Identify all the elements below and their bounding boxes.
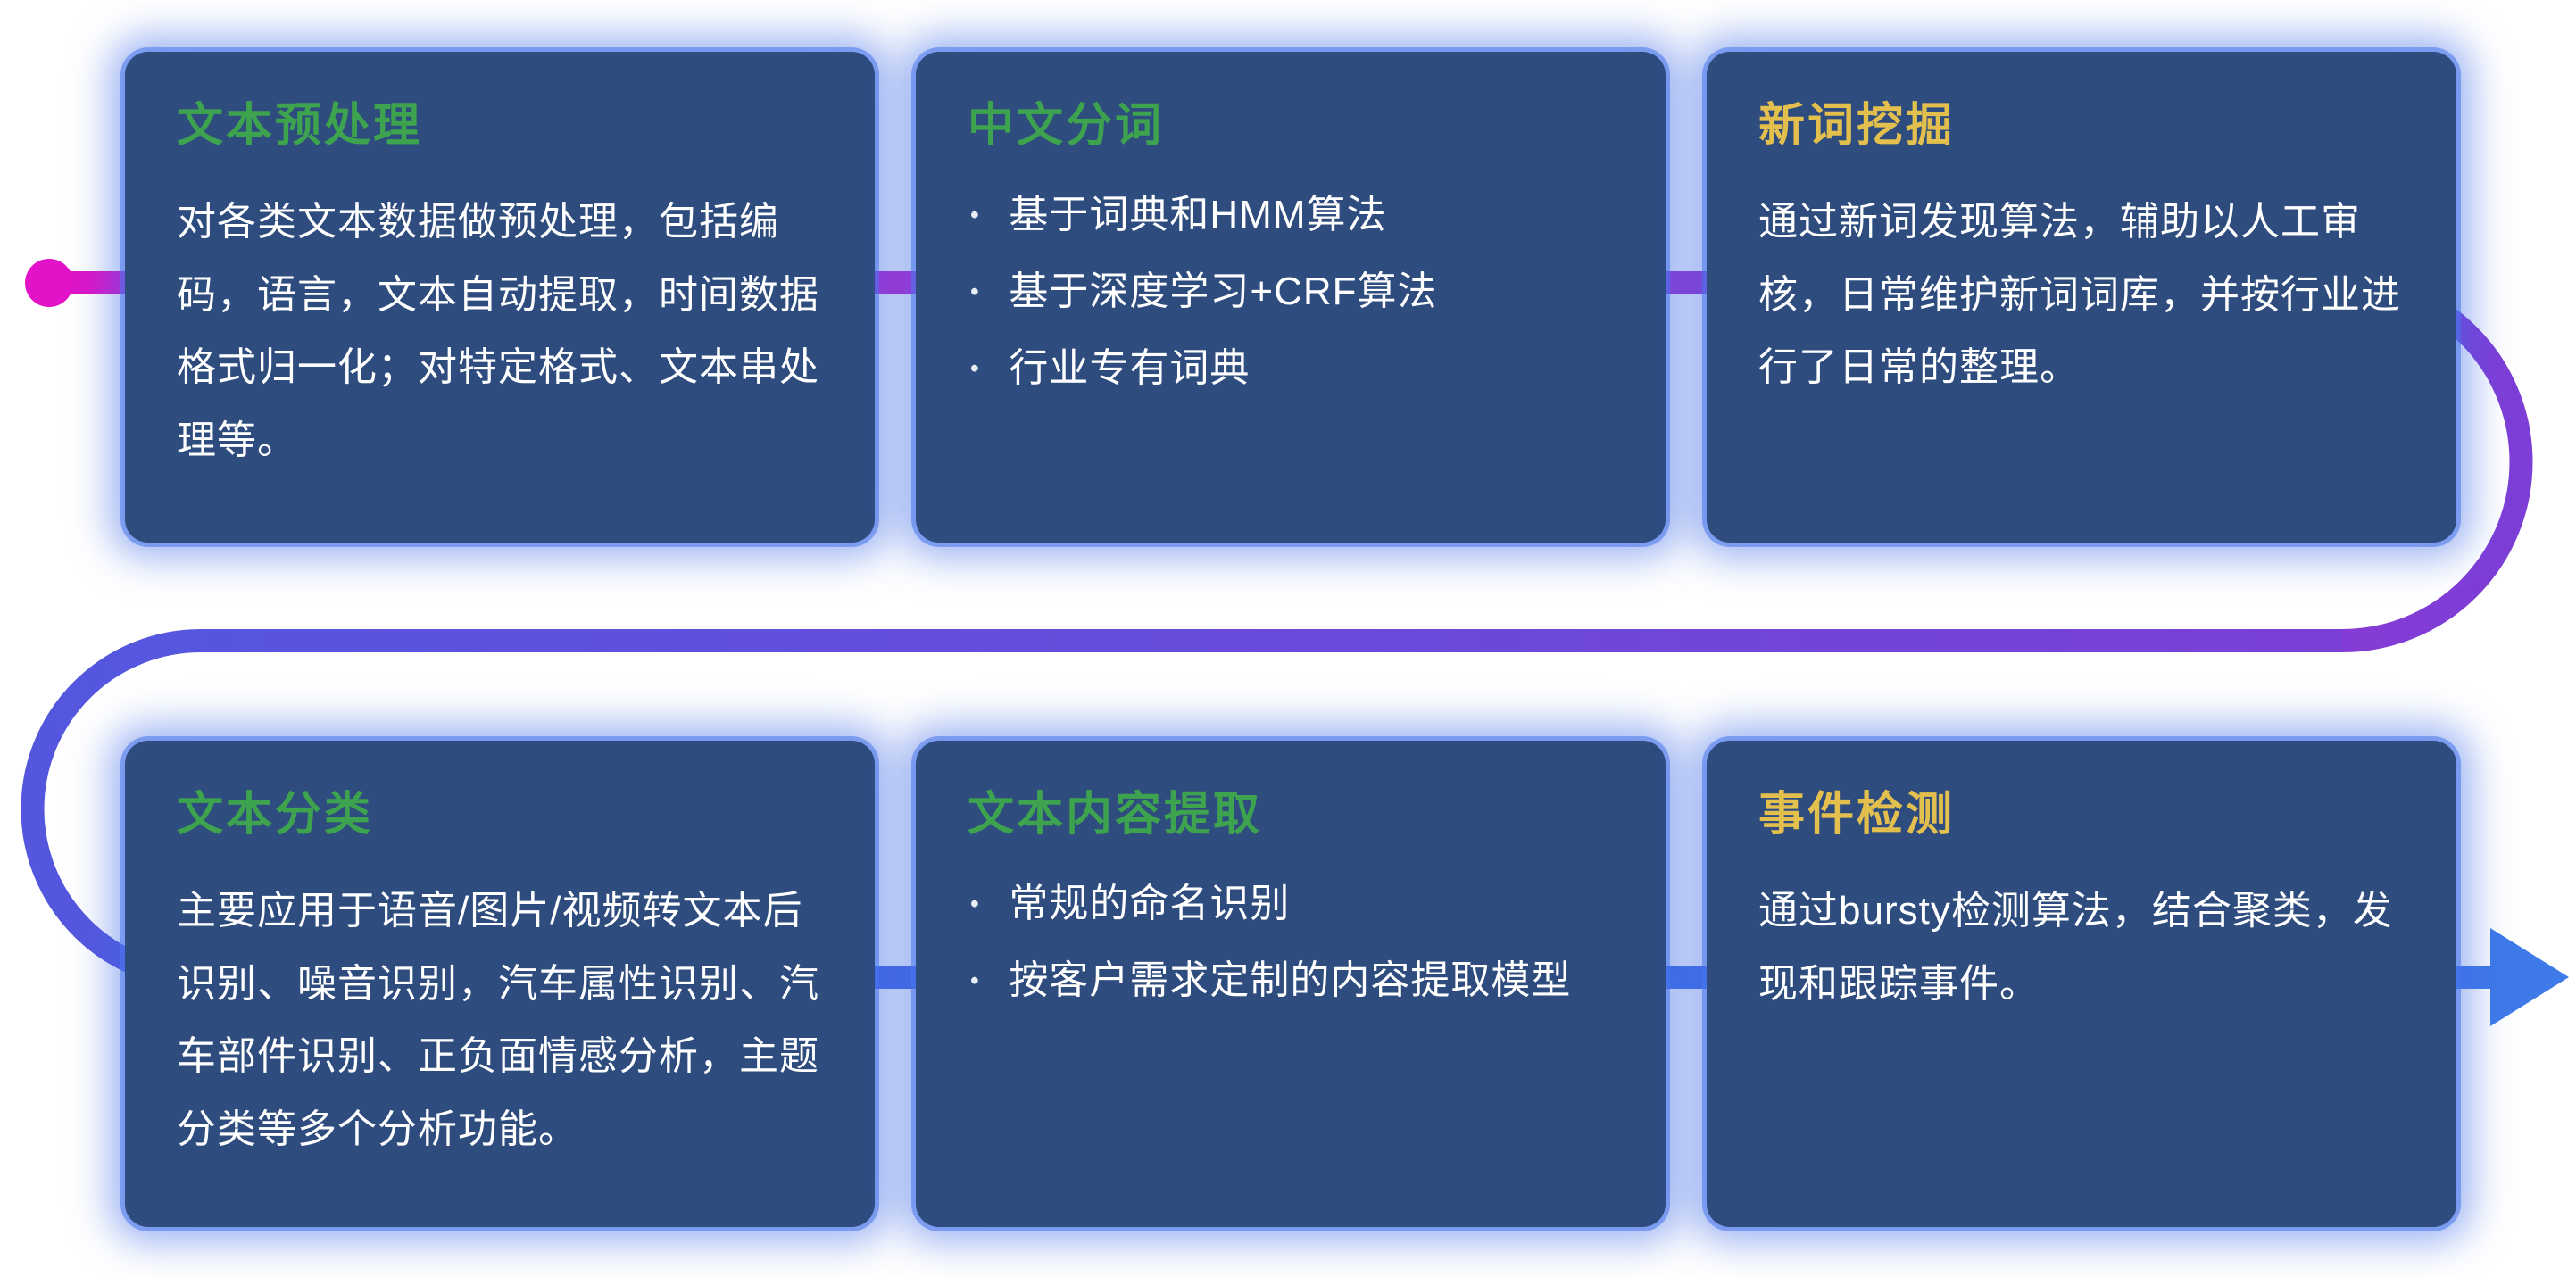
bullet-text: 基于词典和HMM算法 [1009,193,1387,237]
card-event-detection: 事件检测 通过bursty检测算法，结合聚类，发现和跟踪事件。 [1707,741,2456,1227]
flow-start-dot-icon [25,259,73,307]
flow-arrow-icon [2490,928,2569,1026]
card-text-preprocessing: 文本预处理 对各类文本数据做预处理，包括编码，语言，文本自动提取，时间数据格式归… [125,52,875,543]
card-title: 事件检测 [1758,789,1956,841]
card-body: 主要应用于语音/图片/视频转文本后识别、噪音识别，汽车属性识别、汽车部件识别、正… [177,889,819,1151]
card-new-word-mining: 新词挖掘 通过新词发现算法，辅助以人工审核，日常维护新词词库，并按行业进行了日常… [1707,52,2456,543]
card-chinese-word-segmentation: 中文分词 • 基于词典和HMM算法 • 基于深度学习+CRF算法 • 行业专有词… [916,52,1666,543]
card-title: 文本内容提取 [968,789,1263,841]
bullet-icon: • [969,966,980,995]
flow-segment-middle [21,629,2342,989]
card-title: 新词挖掘 [1758,100,1956,152]
bullet-text: 行业专有词典 [1009,346,1251,391]
card-bullet-list: • 基于词典和HMM算法 • 基于深度学习+CRF算法 • 行业专有词典 [968,186,1614,398]
bullet-text: 常规的命名识别 [1009,882,1291,926]
card-body: 通过新词发现算法，辅助以人工审核，日常维护新词词库，并按行业进行了日常的整理。 [1758,200,2401,390]
card-title: 文本分类 [177,789,374,841]
card-text-classification: 文本分类 主要应用于语音/图片/视频转文本后识别、噪音识别，汽车属性识别、汽车部… [125,741,875,1227]
bullet-icon: • [969,201,980,229]
bullet-item: • 基于词典和HMM算法 [968,186,1614,245]
card-bullet-list: • 常规的命名识别 • 按客户需求定制的内容提取模型 [968,875,1614,1010]
card-body: 通过bursty检测算法，结合聚类，发现和跟踪事件。 [1758,889,2393,1006]
card-text-content-extraction: 文本内容提取 • 常规的命名识别 • 按客户需求定制的内容提取模型 [916,741,1666,1227]
bullet-item: • 常规的命名识别 [968,875,1614,933]
bullet-item: • 行业专有词典 [968,339,1614,398]
bullet-icon: • [969,890,980,918]
bullet-icon: • [969,354,980,383]
bullet-item: • 基于深度学习+CRF算法 [968,262,1614,321]
bullet-icon: • [969,278,980,306]
bullet-item: • 按客户需求定制的内容提取模型 [968,951,1614,1010]
card-body: 对各类文本数据做预处理，包括编码，语言，文本自动提取，时间数据格式归一化；对特定… [177,200,819,462]
bullet-text: 按客户需求定制的内容提取模型 [1009,958,1572,1003]
card-title: 中文分词 [968,100,1165,152]
bullet-text: 基于深度学习+CRF算法 [1009,269,1438,314]
card-title: 文本预处理 [177,100,423,152]
